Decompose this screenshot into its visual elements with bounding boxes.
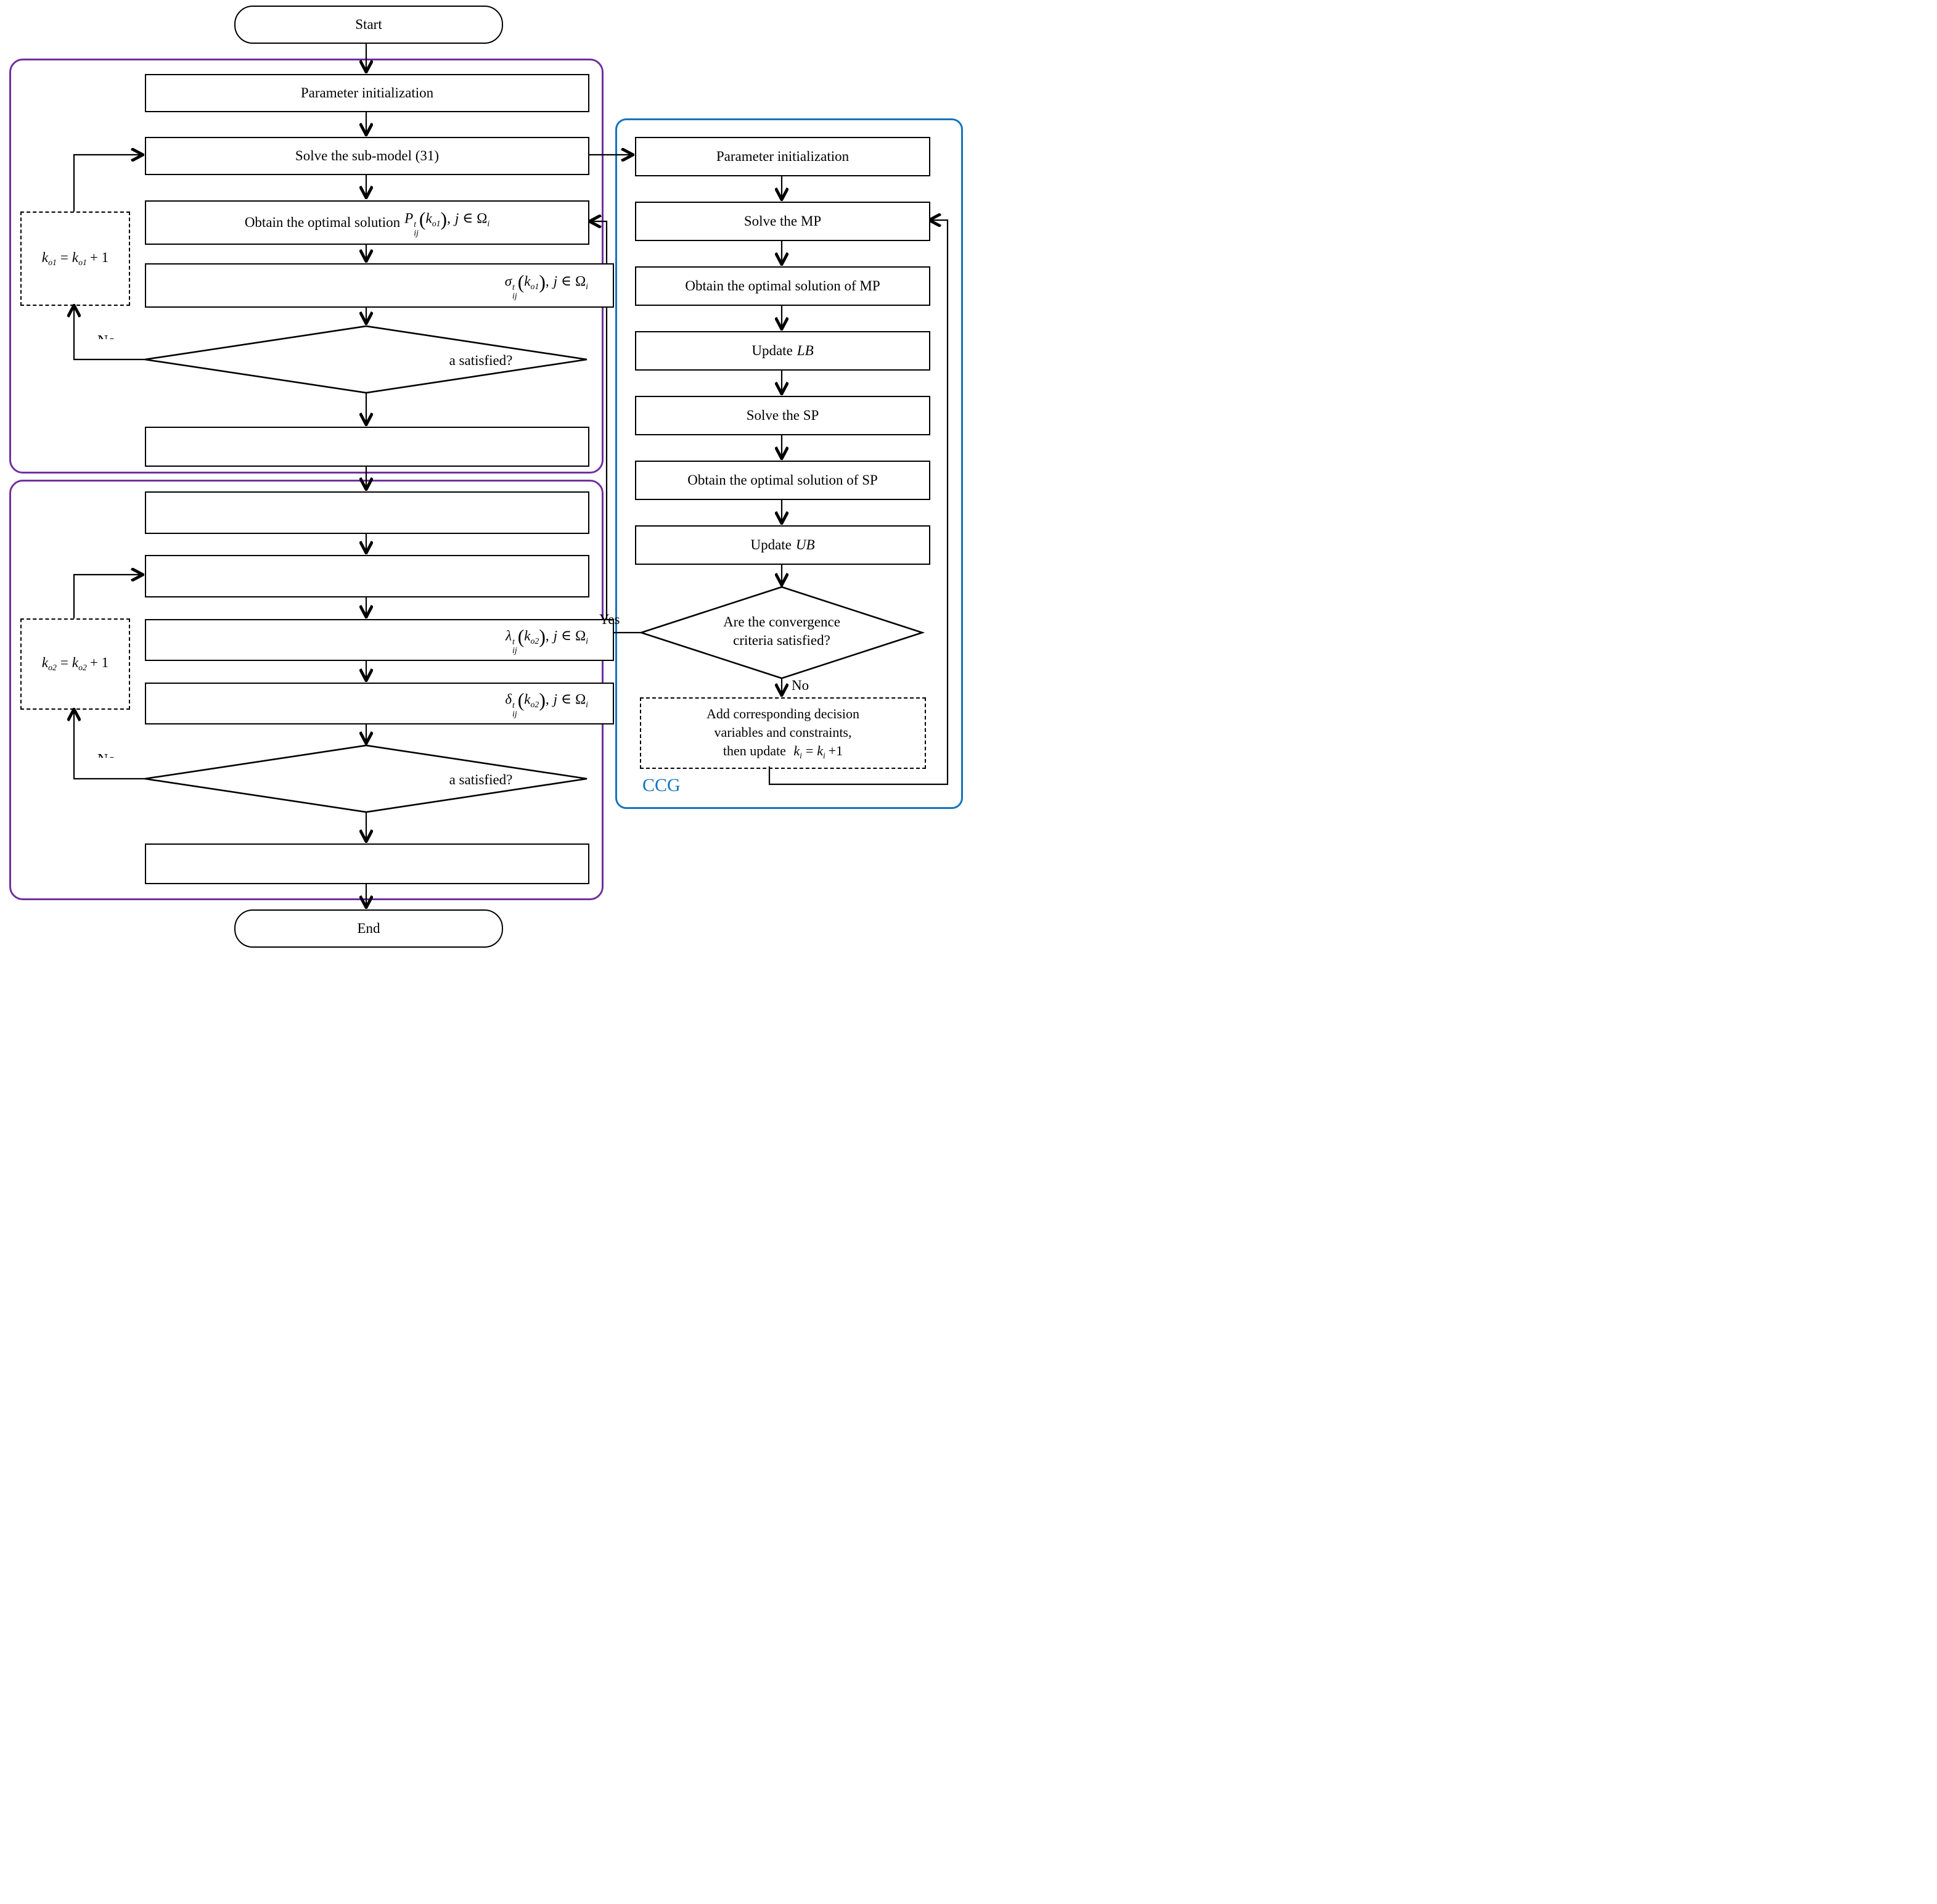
dashed-add-constraints: Add corresponding decision variables and…	[640, 697, 926, 769]
box-empty-lower-1	[145, 491, 589, 534]
formula-counter-ki: ki=ki+1	[793, 742, 843, 760]
start-label: Start	[355, 16, 382, 32]
lower-decision-label: a satisfied?	[449, 772, 513, 787]
box-empty-lower-2	[145, 555, 589, 597]
formula-counter-ko2: ko2=ko2+ 1	[41, 655, 109, 673]
label-no: No	[792, 678, 809, 693]
end-label: End	[357, 920, 380, 936]
label-no-clipped-lower: No	[97, 752, 118, 758]
box-parameter-initialization: Parameter initialization	[145, 74, 589, 112]
box-solve-sp: Solve the SP	[635, 396, 930, 435]
box-empty-upper	[145, 427, 589, 467]
label-no-clipped-upper: No	[97, 334, 118, 339]
box-solve-submodel: Solve the sub-model (31)	[145, 137, 589, 175]
formula-counter-ko1: ko1=ko1+ 1	[41, 249, 109, 268]
ccg-decision-label: Are the convergence criteria satisfied?	[723, 614, 840, 648]
lb-symbol: LB	[797, 342, 814, 358]
label-yes: Yes	[599, 612, 620, 627]
upper-decision-label: a satisfied?	[449, 353, 513, 368]
box-obtain-mp: Obtain the optimal solution of MP	[635, 266, 930, 306]
box-ccg-parameter-initialization: Parameter initialization	[635, 137, 930, 176]
flowchart: Start End Parameter initialization Solve…	[0, 0, 968, 952]
box-obtain-sp: Obtain the optimal solution of SP	[635, 461, 930, 500]
dashed-counter-ko1: ko1=ko1+ 1	[20, 211, 130, 306]
box-solve-mp: Solve the MP	[635, 202, 930, 241]
dashed-counter-ko2: ko2=ko2+ 1	[20, 618, 130, 710]
start-terminal: Start	[234, 6, 503, 44]
label-ccg: CCG	[642, 775, 681, 795]
ub-symbol: UB	[795, 536, 815, 552]
end-terminal: End	[234, 909, 503, 948]
box-empty-lower-3	[145, 843, 589, 884]
